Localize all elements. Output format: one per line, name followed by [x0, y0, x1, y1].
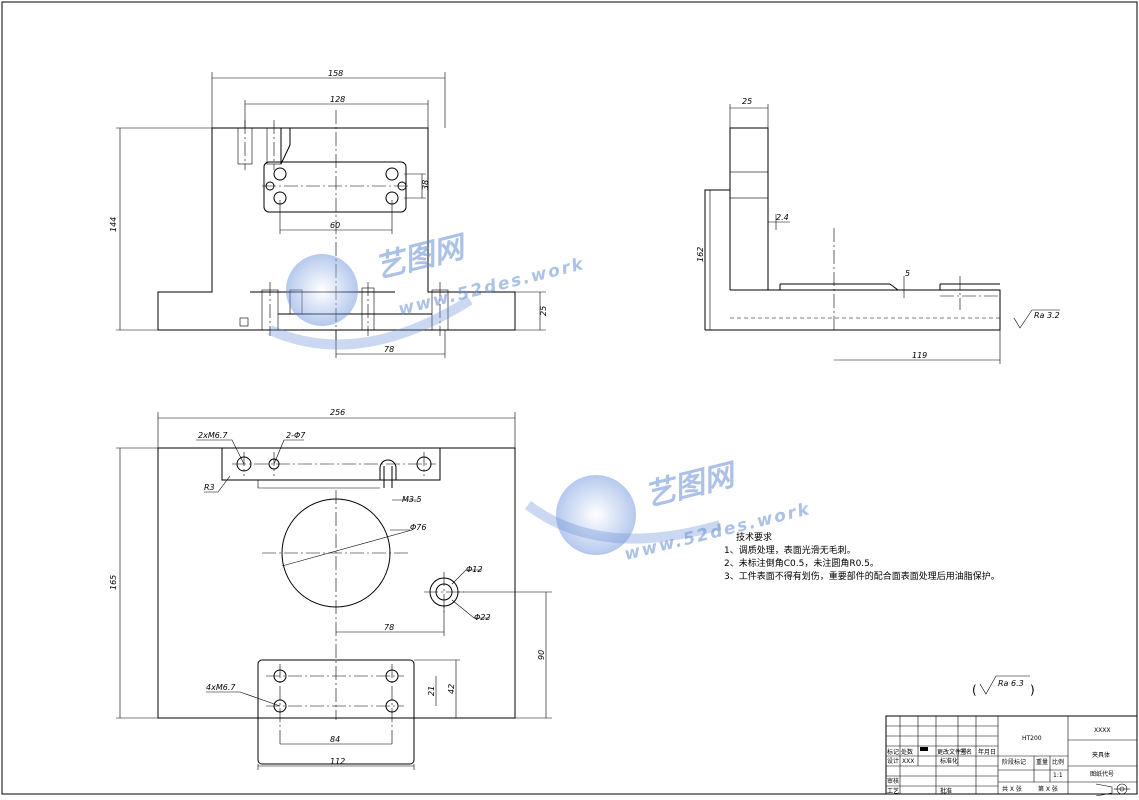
- tech-req-item: 2、未标注倒角C0.5，未注圆角R0.5。: [724, 557, 879, 569]
- watermark-1: 艺图网 www.52des.work: [267, 229, 587, 350]
- tb-redacted: [920, 747, 928, 751]
- tb-stage-mark: 阶段标记: [1002, 758, 1026, 766]
- tb-scale: 比例: [1052, 758, 1064, 766]
- svg-text:): ): [1030, 683, 1035, 697]
- dim-front-height: 144: [109, 217, 118, 232]
- dim-top-hole-offset: 90: [537, 650, 546, 660]
- tb-sheet-no: 第 X 张: [1038, 785, 1058, 793]
- tech-req-title: 技术要求: [736, 531, 772, 543]
- tb-review: 审核: [887, 777, 899, 785]
- tb-drawing-no: 图纸代号: [1090, 770, 1114, 778]
- watermark-brand: 艺图网: [641, 457, 741, 514]
- dim-side-step: 2.4: [776, 213, 789, 222]
- tb-scale-value: 1:1: [1053, 772, 1063, 779]
- tb-mark: 标记: [887, 748, 899, 756]
- dim-top-width: 256: [330, 408, 345, 417]
- tb-approve: 批准: [940, 787, 952, 795]
- tb-standard: 标准化: [940, 757, 958, 765]
- tb-designer: XXX: [902, 758, 914, 765]
- dim-side-length: 119: [912, 351, 927, 360]
- tb-date: 年月日: [978, 748, 996, 756]
- tb-material: HT200: [1022, 735, 1042, 742]
- dim-side-thickness: 25: [742, 97, 752, 106]
- callout-thread-4x: 4xM6.7: [206, 683, 236, 692]
- dim-front-inner-width: 128: [330, 95, 345, 104]
- dim-base-height: 25: [539, 306, 548, 316]
- projection-symbol-icon: [1095, 783, 1130, 797]
- dim-top-hole-spacing: 78: [384, 623, 394, 632]
- callout-pin-2: 2-Φ7: [286, 431, 306, 440]
- callout-dia-76: Φ76: [410, 523, 426, 532]
- callout-thread-m35: M3.5: [402, 495, 422, 504]
- tb-code: XXXX: [1094, 727, 1110, 734]
- top-view: 256 165 78 90 21 42 84 112 2xM6.7 2-Φ7 R…: [109, 408, 552, 770]
- dim-slot-width: 112: [330, 757, 345, 766]
- tb-sign: 签名: [960, 748, 972, 756]
- roughness-general: Ra 6.3: [998, 679, 1024, 688]
- roughness-side: Ra 3.2: [1034, 311, 1060, 320]
- tb-sheet-total: 共 X 张: [1002, 785, 1022, 793]
- front-view: 158 128 144 38 60 25 78: [109, 69, 548, 358]
- tb-count: 处数: [901, 748, 913, 756]
- tb-part-name: 夹具体: [1092, 751, 1110, 759]
- tech-req-item: 1、调质处理，表面光滑无毛刺。: [724, 544, 856, 556]
- tech-requirements: 技术要求 1、调质处理，表面光滑无毛刺。 2、未标注倒角C0.5，未注圆角R0.…: [724, 531, 1000, 582]
- dim-slot-hole-v2: 42: [447, 684, 456, 694]
- dim-side-groove: 5: [905, 269, 910, 278]
- dim-side-height: 162: [696, 247, 705, 262]
- svg-text:(: (: [972, 683, 977, 697]
- title-block: HT200 XXXX 夹具体 图纸代号 阶段标记 重量 比例 1:1 共 X 张…: [885, 715, 1138, 797]
- watermark-brand: 艺图网: [371, 229, 471, 286]
- dim-slot-hole-v1: 21: [427, 686, 436, 696]
- roughness-general-mark: ( Ra 6.3 ): [972, 675, 1035, 697]
- dim-front-width: 158: [328, 69, 343, 78]
- dim-slot-hole-h: 84: [330, 735, 340, 744]
- dim-slot-height: 38: [421, 180, 430, 190]
- tech-req-item: 3、工件表面不得有划伤，重要部件的配合面表面处理后用油脂保护。: [724, 570, 1000, 582]
- tb-designer-label: 设计: [887, 757, 899, 765]
- callout-dia-12: Φ12: [466, 565, 482, 574]
- dim-top-height: 165: [109, 575, 118, 590]
- callout-thread-2x: 2xM6.7: [198, 431, 228, 440]
- tb-process: 工艺: [887, 787, 899, 795]
- tb-weight: 重量: [1036, 758, 1048, 766]
- callout-dia-22: Φ22: [474, 613, 490, 622]
- dim-slot-spacing: 60: [330, 221, 340, 230]
- callout-radius: R3: [204, 483, 215, 492]
- side-view: 25 2.4 162 5 119 Ra 3.2: [696, 97, 1060, 364]
- dim-bore-spacing: 78: [384, 345, 394, 354]
- tb-revise: 更改文件号: [937, 748, 967, 756]
